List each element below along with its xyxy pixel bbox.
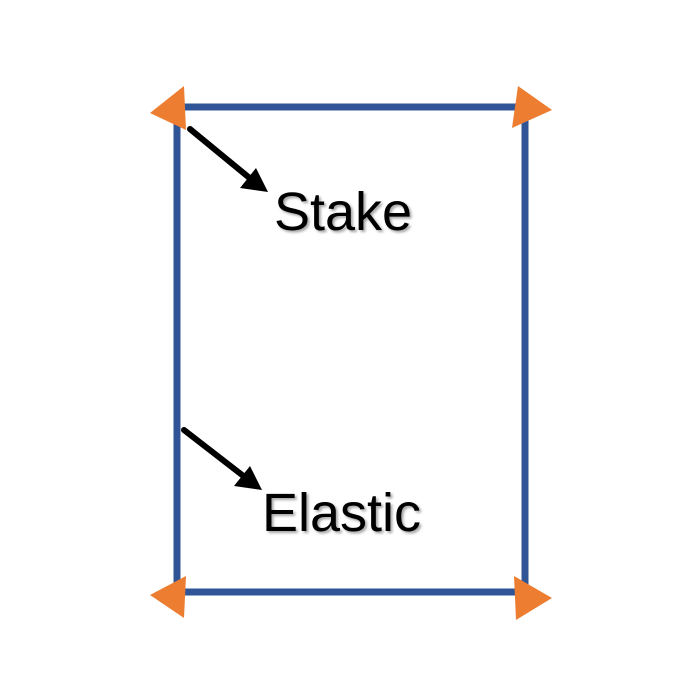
stake-marker-bottom-right-icon: [514, 576, 552, 620]
stake-marker-top-right-icon: [512, 86, 552, 128]
elastic-arrow-icon: [181, 427, 262, 490]
elastic-label: Elastic: [262, 483, 421, 543]
stake-marker-top-left-icon: [150, 86, 186, 130]
stake-label: Stake: [274, 182, 412, 242]
stake-marker-bottom-left-icon: [150, 576, 186, 618]
stake-arrow-icon: [187, 126, 268, 192]
elastic-rectangle: [173, 103, 529, 596]
